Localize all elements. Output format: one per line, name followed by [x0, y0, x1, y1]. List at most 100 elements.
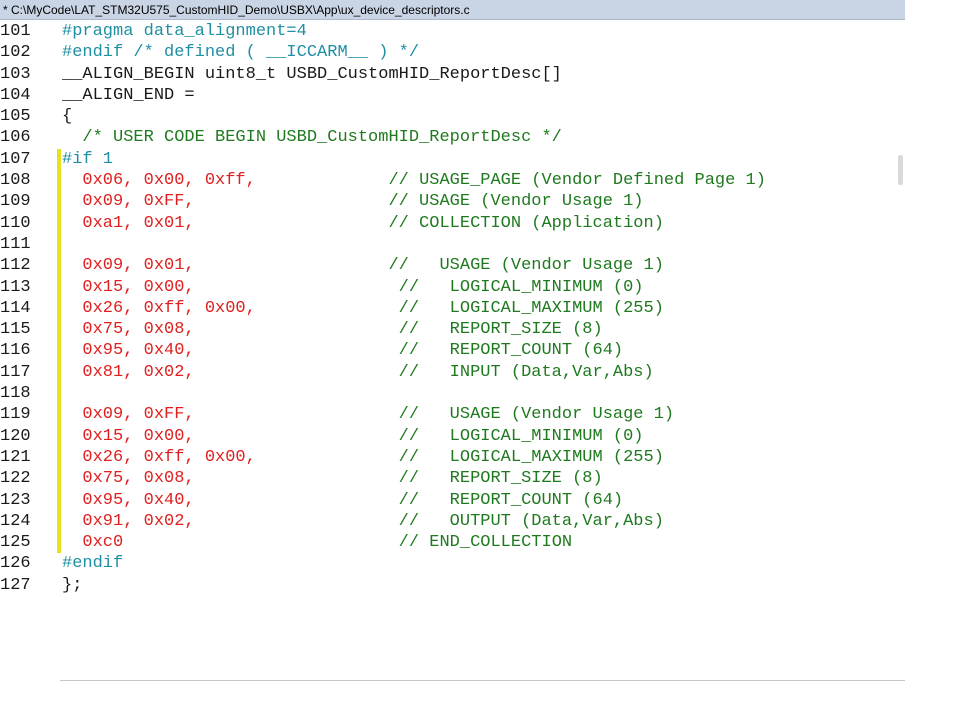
- line-number: 107: [0, 149, 31, 169]
- code-line[interactable]: 113 0x15, 0x00, // LOGICAL_MINIMUM (0): [0, 276, 905, 298]
- change-marker: [57, 42, 61, 63]
- line-number: 127: [0, 575, 31, 595]
- line-number: 102: [0, 43, 31, 63]
- line-number: 122: [0, 469, 31, 489]
- code-token: {: [62, 107, 73, 127]
- change-marker: [57, 233, 61, 256]
- code-text: /* USER CODE BEGIN USBD_CustomHID_Report…: [62, 127, 905, 148]
- code-token: 0x75, 0x08,: [62, 469, 195, 489]
- code-token: // INPUT (Data,Var,Abs): [194, 362, 654, 382]
- code-token: 0x91, 0x02,: [62, 511, 195, 531]
- code-line[interactable]: 120 0x15, 0x00, // LOGICAL_MINIMUM (0): [0, 425, 905, 447]
- code-token: 0x81, 0x02,: [62, 362, 195, 382]
- code-token: // LOGICAL_MAXIMUM (255): [255, 447, 664, 467]
- code-token: // USAGE (Vendor Usage 1): [194, 192, 644, 212]
- change-marker: [57, 21, 61, 42]
- code-line[interactable]: 107 #if 1: [0, 148, 905, 171]
- code-token: // USAGE (Vendor Usage 1): [194, 256, 664, 276]
- line-number: 105: [0, 107, 31, 127]
- code-line[interactable]: 111: [0, 233, 905, 256]
- code-token: 0x95, 0x40,: [62, 490, 195, 510]
- code-token: };: [62, 575, 83, 595]
- change-marker: [57, 276, 61, 298]
- code-line[interactable]: 123 0x95, 0x40, // REPORT_COUNT (64): [0, 489, 905, 511]
- code-text: 0xc0 // END_COLLECTION: [62, 532, 905, 553]
- file-path-title: * C:\MyCode\LAT_STM32U575_CustomHID_Demo…: [0, 0, 905, 20]
- change-marker: [57, 446, 61, 469]
- code-line[interactable]: 106 /* USER CODE BEGIN USBD_CustomHID_Re…: [0, 127, 905, 148]
- line-number: 114: [0, 298, 31, 318]
- line-number: 109: [0, 192, 31, 212]
- code-token: __ALIGN_BEGIN uint8_t USBD_CustomHID_Rep…: [62, 64, 562, 84]
- code-line[interactable]: 122 0x75, 0x08, // REPORT_SIZE (8): [0, 468, 905, 490]
- code-text: #endif /* defined ( __ICCARM__ ) */: [62, 42, 905, 63]
- line-number: 104: [0, 85, 31, 105]
- change-marker: [57, 64, 61, 85]
- code-line[interactable]: 127};: [0, 575, 905, 596]
- code-text: #pragma data_alignment=4: [62, 21, 905, 42]
- line-number: 125: [0, 533, 31, 553]
- code-token: // REPORT_COUNT (64): [194, 341, 624, 361]
- code-line[interactable]: 125 0xc0 // END_COLLECTION: [0, 532, 905, 554]
- code-line[interactable]: 124 0x91, 0x02, // OUTPUT (Data,Var,Abs): [0, 510, 905, 533]
- code-line[interactable]: 101#pragma data_alignment=4: [0, 21, 905, 42]
- code-line[interactable]: 115 0x75, 0x08, // REPORT_SIZE (8): [0, 319, 905, 341]
- code-token: 0xc0: [62, 533, 124, 553]
- code-text: 0x26, 0xff, 0x00, // LOGICAL_MAXIMUM (25…: [62, 447, 905, 468]
- code-line[interactable]: 104 __ALIGN_END =: [0, 85, 905, 106]
- line-number: 121: [0, 447, 31, 467]
- line-number: 103: [0, 64, 31, 84]
- code-token: // USAGE_PAGE (Vendor Defined Page 1): [255, 171, 766, 191]
- change-marker: [57, 383, 61, 405]
- code-line[interactable]: 102 #endif /* defined ( __ICCARM__ ) */: [0, 42, 905, 63]
- code-text: 0x09, 0xFF, // USAGE (Vendor Usage 1): [62, 191, 905, 212]
- code-line[interactable]: 116 0x95, 0x40, // REPORT_COUNT (64): [0, 340, 905, 362]
- code-line[interactable]: 114 0x26, 0xff, 0x00, // LOGICAL_MAXIMUM…: [0, 297, 905, 320]
- code-line[interactable]: 110 0xa1, 0x01, // COLLECTION (Applicati…: [0, 212, 905, 234]
- code-token: 0x06, 0x00, 0xff,: [62, 171, 256, 191]
- code-line[interactable]: 119 0x09, 0xFF, // USAGE (Vendor Usage 1…: [0, 404, 905, 426]
- change-marker: [57, 468, 61, 490]
- code-token: 0x09, 0xFF,: [62, 192, 195, 212]
- line-number: 119: [0, 405, 31, 425]
- code-line[interactable]: 103 __ALIGN_BEGIN uint8_t USBD_CustomHID_…: [0, 64, 905, 85]
- change-marker: [57, 510, 61, 533]
- code-text: #endif: [62, 553, 905, 574]
- code-text: #if 1: [62, 149, 905, 170]
- code-line[interactable]: 118: [0, 383, 905, 405]
- change-marker: [57, 191, 61, 213]
- code-text: 0xa1, 0x01, // COLLECTION (Application): [62, 213, 905, 234]
- code-text: 0x06, 0x00, 0xff, // USAGE_PAGE (Vendor …: [62, 170, 905, 191]
- change-marker: [57, 575, 61, 596]
- code-line[interactable]: 121 0x26, 0xff, 0x00, // LOGICAL_MAXIMUM…: [0, 446, 905, 469]
- change-marker: [57, 148, 61, 171]
- code-token: // USAGE (Vendor Usage 1): [194, 405, 675, 425]
- code-text: 0x91, 0x02, // OUTPUT (Data,Var,Abs): [62, 511, 905, 532]
- change-marker: [57, 255, 61, 277]
- code-text: 0x75, 0x08, // REPORT_SIZE (8): [62, 319, 905, 340]
- change-marker: [57, 85, 61, 106]
- code-text: {: [62, 106, 905, 127]
- vertical-scrollbar-thumb[interactable]: [898, 155, 903, 185]
- code-line[interactable]: 117 0x81, 0x02, // INPUT (Data,Var,Abs): [0, 361, 905, 384]
- code-text: 0x75, 0x08, // REPORT_SIZE (8): [62, 468, 905, 489]
- change-marker: [57, 425, 61, 447]
- code-text: __ALIGN_END =: [62, 85, 905, 106]
- line-number: 115: [0, 320, 31, 340]
- change-marker: [57, 170, 61, 192]
- code-line[interactable]: 112 0x09, 0x01, // USAGE (Vendor Usage 1…: [0, 255, 905, 277]
- code-text: 0x95, 0x40, // REPORT_COUNT (64): [62, 340, 905, 361]
- code-line[interactable]: 109 0x09, 0xFF, // USAGE (Vendor Usage 1…: [0, 191, 905, 213]
- change-marker: [57, 404, 61, 426]
- line-number: 112: [0, 256, 31, 276]
- code-text: 0x15, 0x00, // LOGICAL_MINIMUM (0): [62, 426, 905, 447]
- code-line[interactable]: 105 {: [0, 106, 905, 127]
- code-token: #endif: [62, 554, 124, 574]
- code-line[interactable]: 126#endif: [0, 553, 905, 574]
- code-line[interactable]: 108 0x06, 0x00, 0xff, // USAGE_PAGE (Ven…: [0, 170, 905, 192]
- line-number: 123: [0, 490, 31, 510]
- code-token: 0x15, 0x00,: [62, 426, 195, 446]
- line-number: 117: [0, 362, 31, 382]
- code-text: 0x09, 0x01, // USAGE (Vendor Usage 1): [62, 255, 905, 276]
